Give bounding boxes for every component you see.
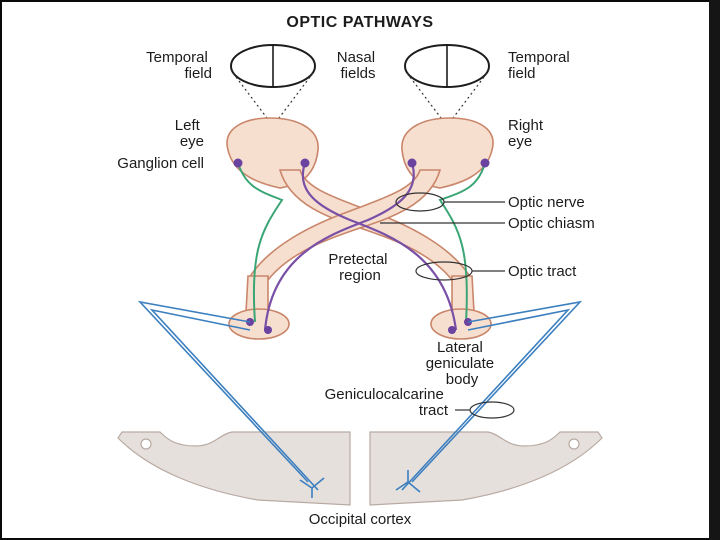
geniculocalcarine-radiations [137,300,583,498]
label-lateral-geniculate-body: Lateral geniculate body [426,339,499,388]
label-left-eye: Left eye [175,117,204,150]
neural-tissue [226,117,494,340]
label-temporal-field-left: Temporal field [146,49,212,82]
nasal-fibers [263,162,458,331]
label-optic-nerve: Optic nerve [508,194,585,211]
label-pretectal-region: Pretectal region [328,251,391,284]
page-edge-shadow [709,0,720,540]
diagram-title: OPTIC PATHWAYS [286,14,433,31]
label-geniculocalcarine-tract: Geniculocalcarine tract [325,386,449,419]
label-right-eye: Right eye [508,117,547,150]
visual-field-right [404,44,490,88]
label-optic-chiasm: Optic chiasm [508,215,595,232]
left-optic-tract [245,275,269,313]
label-optic-tract: Optic tract [508,263,577,280]
right-lgn [430,308,492,340]
right-optic-tract [451,275,475,313]
temporal-fibers [237,162,486,323]
label-nasal-fields: Nasal fields [337,49,380,82]
visual-field-left [230,44,316,88]
label-temporal-field-right: Temporal field [508,49,574,82]
label-leaders [380,192,515,419]
label-occipital-cortex: Occipital cortex [309,511,412,528]
left-lgn [228,308,290,340]
ganglion-cells [233,158,490,168]
label-ganglion-cell: Ganglion cell [117,155,204,172]
occipital-cortex-shape [117,431,603,506]
